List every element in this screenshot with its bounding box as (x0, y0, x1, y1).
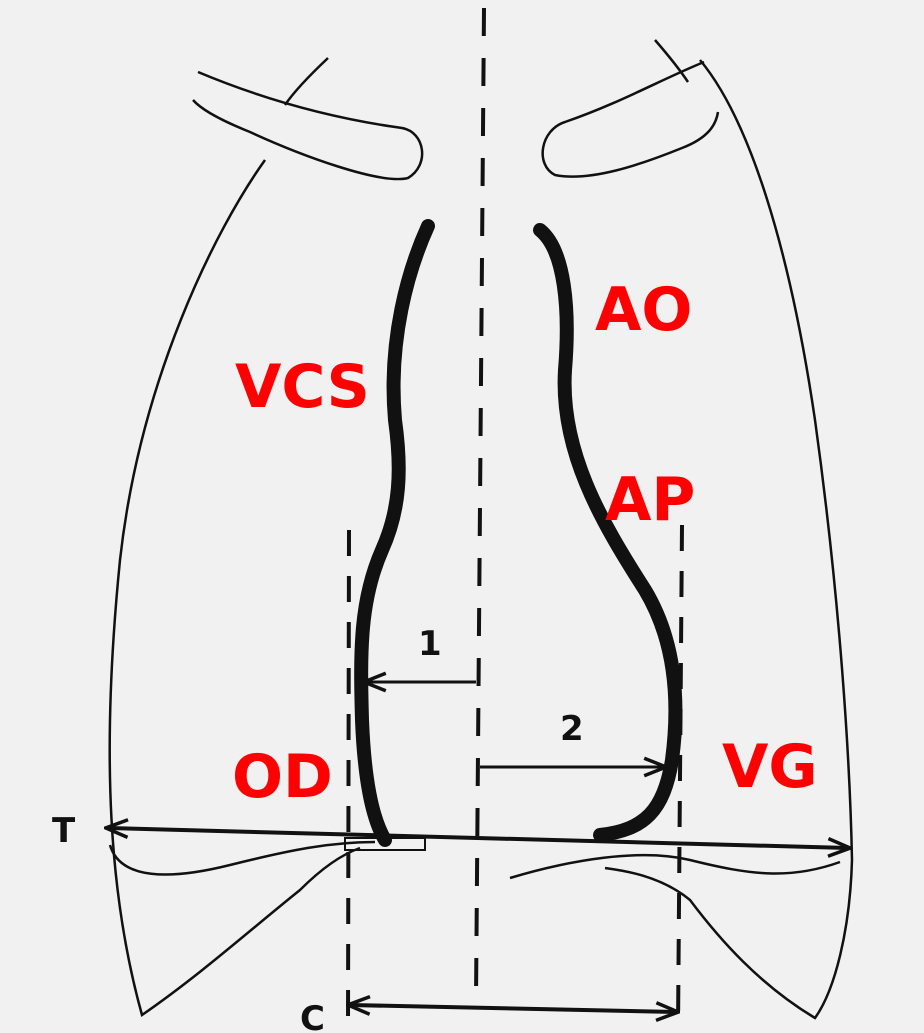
label-vcs: VCS (235, 352, 370, 422)
marker-2: 2 (560, 709, 584, 749)
left-limit-dashed (678, 525, 682, 1030)
label-od: OD (232, 742, 333, 812)
diaphragm-right (110, 842, 375, 875)
right-clavicle (193, 72, 422, 179)
marker-t: T (52, 811, 76, 851)
marker-1: 1 (418, 624, 442, 664)
midline-dashed (476, 8, 484, 1000)
right-limit-dashed (348, 530, 349, 1030)
left-clavicle (543, 62, 718, 177)
marker-c: C (300, 999, 325, 1033)
label-ao: AO (595, 275, 692, 345)
right-lung-outline (110, 160, 360, 1015)
cardiac-diameter-arrow (350, 1005, 676, 1012)
left-lung-outline (605, 60, 852, 1018)
right-heart-border (361, 226, 428, 840)
diaphragm-left (510, 855, 840, 878)
label-vg: VG (722, 732, 818, 802)
label-ap: AP (605, 465, 695, 535)
right-rib-stroke (285, 58, 328, 105)
